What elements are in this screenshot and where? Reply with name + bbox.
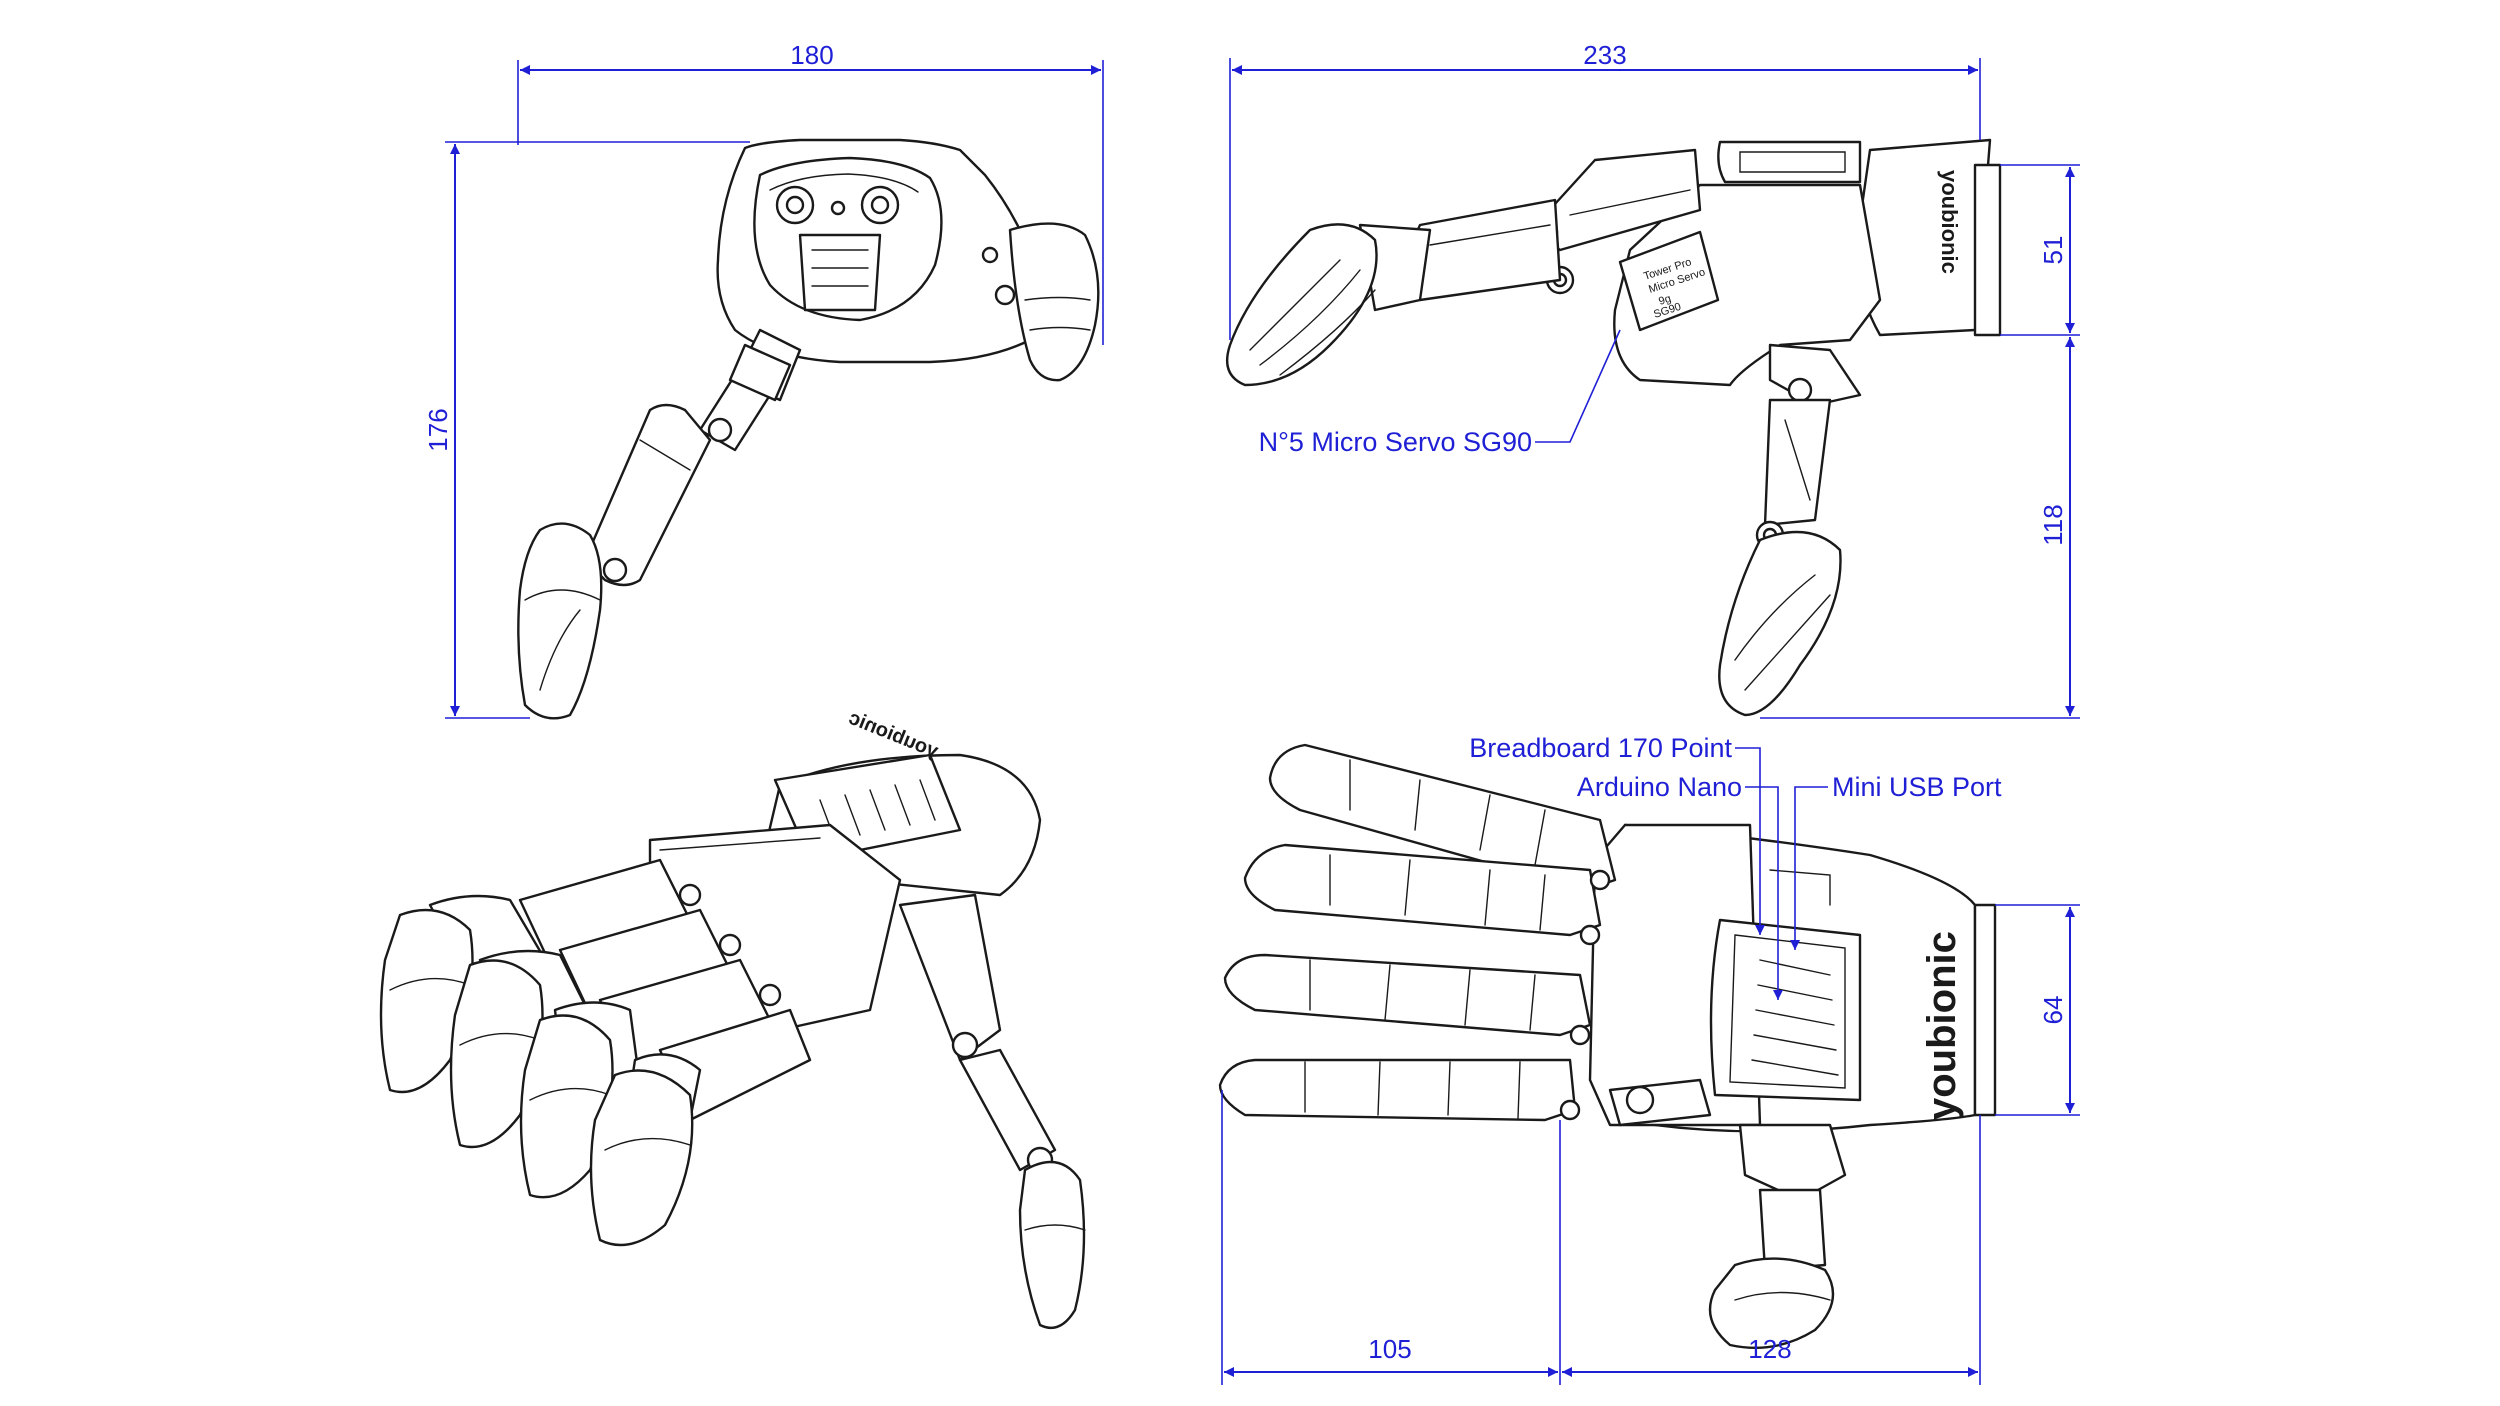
iso-brand-logo: youbionic [846, 707, 942, 763]
side-lower-height-dimension: 118 [1760, 337, 2080, 719]
front-view-hand [517, 138, 1100, 720]
side-length-value: 233 [1583, 40, 1626, 70]
arduino-callout-label: Arduino Nano [1577, 772, 1742, 802]
top-finger-length-dimension: 105 [1221, 1090, 1561, 1385]
side-length-dimension: 233 [1229, 40, 1981, 340]
front-width-dimension: 180 [517, 40, 1104, 345]
servo-callout: N°5 Micro Servo SG90 [1259, 329, 1621, 457]
breadboard-callout: Breadboard 170 Point [1469, 733, 1765, 935]
top-wrist-height-value: 64 [2038, 996, 2068, 1025]
servo-label-line3: 9g [1657, 293, 1672, 308]
servo-callout-label: N°5 Micro Servo SG90 [1259, 427, 1532, 457]
usb-callout-label: Mini USB Port [1832, 772, 2002, 802]
top-palm-length-value: 128 [1748, 1334, 1791, 1364]
usb-callout: Mini USB Port [1790, 772, 2002, 950]
side-view-hand: Tower Pro Micro Servo 9g SG90 youbionic [1225, 138, 2002, 717]
front-height-value: 176 [423, 408, 453, 451]
isometric-view-hand: youbionic [379, 707, 1086, 1330]
top-view-hand: youbionic [1218, 743, 1997, 1350]
side-brand-logo: youbionic [1937, 170, 1962, 274]
side-upper-height-value: 51 [2038, 236, 2068, 265]
top-brand-logo: youbionic [1920, 931, 1964, 1120]
side-upper-height-dimension: 51 [2000, 164, 2080, 336]
arduino-callout: Arduino Nano [1577, 772, 1783, 1000]
top-palm-length-dimension: 128 [1562, 1115, 1981, 1385]
front-width-value: 180 [790, 40, 833, 70]
breadboard-callout-label: Breadboard 170 Point [1469, 733, 1732, 763]
top-wrist-height-dimension: 64 [1995, 904, 2080, 1116]
front-height-dimension: 176 [423, 141, 750, 719]
top-finger-length-value: 105 [1368, 1334, 1411, 1364]
side-lower-height-value: 118 [2038, 504, 2068, 545]
